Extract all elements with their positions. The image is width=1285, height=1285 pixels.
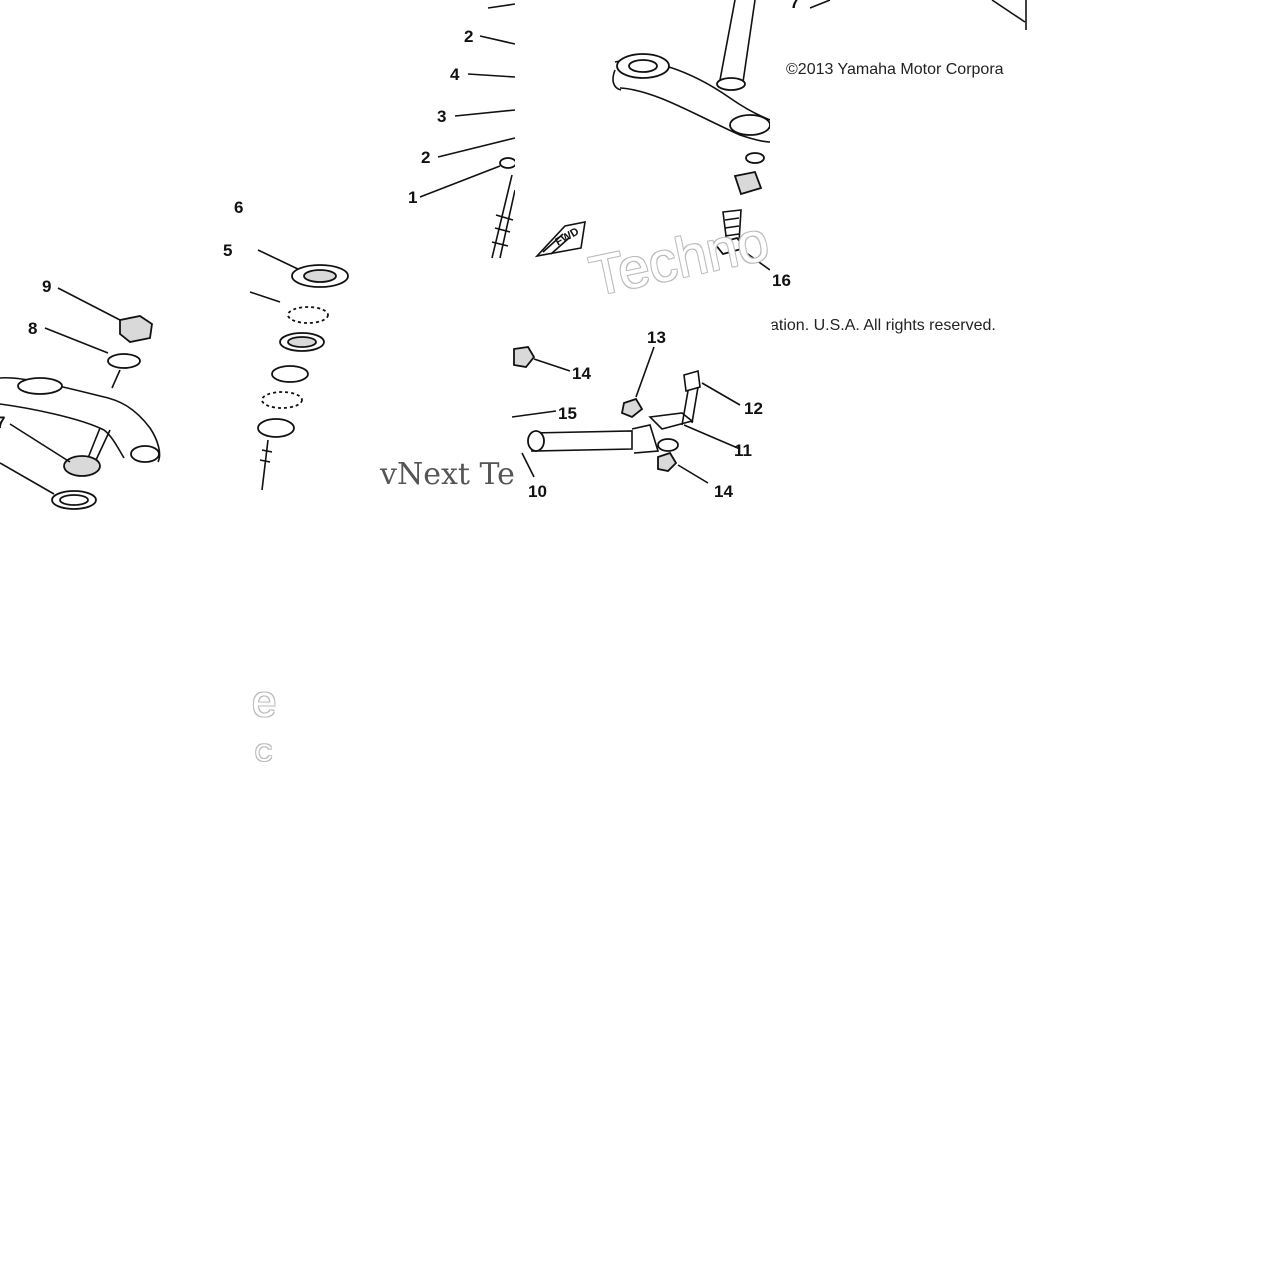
callout-7: 7	[0, 413, 6, 432]
callout-10: 10	[528, 482, 547, 501]
diagram-tile-upper-bracket: FWD	[515, 0, 771, 290]
callout-7: 7	[790, 0, 800, 12]
callout-13: 13	[647, 328, 666, 347]
callout-15: 15	[558, 404, 577, 423]
callout-16: 16	[772, 271, 791, 290]
copyright-line-1: ©2013 Yamaha Motor Corpora	[786, 61, 1004, 78]
lower-bracket-drawing	[0, 287, 161, 510]
diagram-tile-stem: 2 4 3 2 1	[400, 0, 517, 260]
callout-2: 2	[421, 148, 431, 167]
callout-14: 14	[572, 364, 591, 383]
watermark-fragment: C	[255, 740, 273, 767]
corner-drawing	[809, 0, 1027, 30]
diagram-tile-lower-bracket: 9 8 7	[0, 258, 255, 515]
callout-12: 12	[744, 399, 763, 418]
callout-4: 4	[450, 65, 460, 84]
diagram-tile-damper: 14 13 12 15 11 10 14	[511, 325, 772, 520]
watermark-fragment: e	[252, 677, 277, 726]
callout-1: 1	[408, 188, 418, 207]
callout-8: 8	[28, 319, 38, 338]
callout-5: 5	[223, 241, 233, 260]
fwd-stamp-icon	[534, 220, 586, 258]
callout-3: 3	[437, 107, 447, 126]
callout-11: 11	[734, 441, 752, 460]
upper-bracket-drawing	[534, 0, 771, 271]
diagram-tile-copyright: 7 ©2013 Yamaha Motor Corpora ation. U.S.…	[770, 0, 1028, 335]
bearings-drawing	[249, 225, 355, 491]
callout-6: 6	[234, 198, 244, 217]
damper-drawing	[511, 346, 741, 484]
callout-14: 14	[714, 482, 733, 501]
diagram-tile-bearings: 6 5	[220, 110, 355, 520]
copyright-line-2: ation. U.S.A. All rights reserved.	[770, 317, 996, 334]
stem-drawing	[419, 3, 517, 259]
callout-2: 2	[464, 27, 474, 46]
callout-9: 9	[42, 277, 52, 296]
watermark-serif: vNext Te	[380, 457, 515, 492]
